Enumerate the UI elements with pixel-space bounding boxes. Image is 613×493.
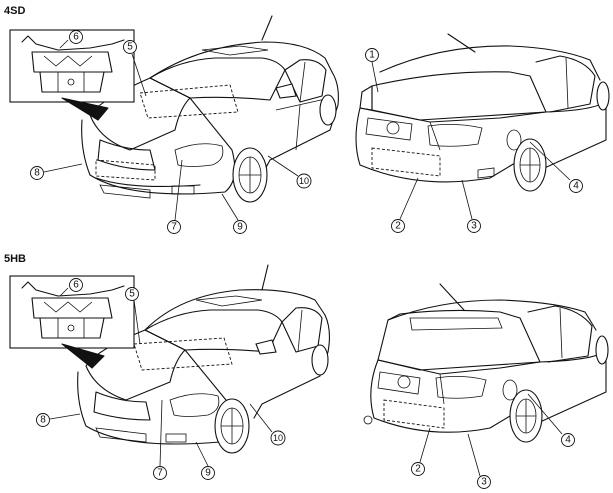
callout-8-4sd-label: 8 (34, 168, 40, 179)
callout-5-4sd-label: 5 (127, 42, 133, 53)
callout-9-5hb-label: 9 (205, 468, 211, 479)
callout-3-4sd-label: 3 (471, 221, 477, 232)
callout-2-5hb-label: 2 (415, 464, 421, 475)
callout-9-4sd-label: 9 (237, 222, 243, 233)
callout-6-4sd-label: 6 (73, 32, 79, 43)
callout-3-5hb-label: 3 (481, 477, 487, 488)
section-label-4sd: 4SD (4, 5, 25, 17)
hatchback-front-view (77, 264, 331, 454)
callout-4-5hb-label: 4 (565, 435, 571, 446)
sedan-rear-view (355, 33, 610, 192)
callouts-5hb: 6 5 8 7 9 10 2 3 4 1 (36, 278, 575, 489)
callout-8-5hb-label: 8 (40, 415, 46, 426)
callout-6-4sd (69, 30, 83, 44)
callout-2-4sd-label: 2 (395, 221, 401, 232)
sedan-front-view (81, 15, 339, 203)
hatchback-rear-view (363, 283, 609, 443)
callout-6-5hb-label: 6 (73, 280, 79, 291)
callout-1-4sd-label: 1 (369, 50, 375, 61)
radiator-support-inset-4sd (9, 29, 135, 121)
callout-4-4sd-label: 4 (573, 181, 579, 192)
callout-7-5hb-label: 7 (157, 468, 163, 479)
callout-7-4sd-label: 7 (171, 222, 177, 233)
callout-10-4sd-label: 10 (299, 176, 309, 186)
callout-5-5hb-label: 5 (129, 289, 135, 300)
callouts-4sd: 6 5 8 7 9 10 1 2 3 4 (30, 30, 583, 234)
callout-10-5hb-label: 10 (273, 433, 283, 443)
section-label-5hb: 5HB (4, 253, 26, 265)
